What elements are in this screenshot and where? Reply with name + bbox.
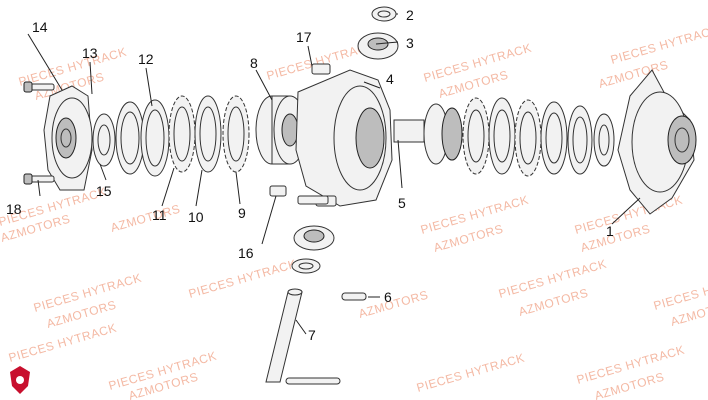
brand-logo: [10, 366, 30, 394]
callout-18: 18: [6, 201, 22, 217]
callout-2: 2: [406, 7, 414, 23]
clutch-plate-part: [115, 95, 250, 177]
left-cover-part: [43, 85, 93, 191]
housing-part: [295, 63, 393, 207]
washer-part: [92, 113, 116, 167]
shaft-part: [265, 288, 341, 385]
callout-13: 13: [82, 45, 98, 61]
callout-6: 6: [384, 289, 392, 305]
callout-12: 12: [138, 51, 154, 67]
right-cover-part: [617, 69, 697, 215]
callout-8: 8: [250, 55, 258, 71]
callout-3: 3: [406, 35, 414, 51]
callout-5: 5: [398, 195, 406, 211]
callout-11: 11: [152, 207, 167, 223]
watermark-text: AZMOTORS: [357, 288, 430, 321]
watermark-text: PIECES HYTRACK: [415, 351, 526, 395]
callout-16: 16: [238, 245, 254, 261]
callout-10: 10: [188, 209, 204, 225]
gear-part: [393, 103, 463, 165]
callout-layer: 1 2 3 4 5 6 7 8 9 10 11 12 13 14 15 16 1…: [6, 7, 614, 343]
callout-1: 1: [606, 223, 614, 239]
clutch-plate-part: [462, 97, 615, 177]
watermark-text: PIECES HYTRACK: [187, 257, 298, 301]
callout-15: 15: [96, 183, 112, 199]
callout-17: 17: [296, 29, 312, 45]
bearing-part: [291, 225, 335, 274]
leader-lines: [27, 13, 641, 335]
watermark-text: AZMOTORS: [109, 202, 182, 235]
callout-4: 4: [386, 71, 394, 87]
watermark-text: PIECES HYTRACK: [7, 321, 118, 365]
callout-14: 14: [32, 19, 48, 35]
bolt-part: [269, 185, 329, 205]
bolt-part: [23, 81, 55, 185]
bearing-part: [357, 6, 399, 60]
pin-part: [341, 292, 367, 301]
callout-7: 7: [308, 327, 316, 343]
callout-9: 9: [238, 205, 246, 221]
